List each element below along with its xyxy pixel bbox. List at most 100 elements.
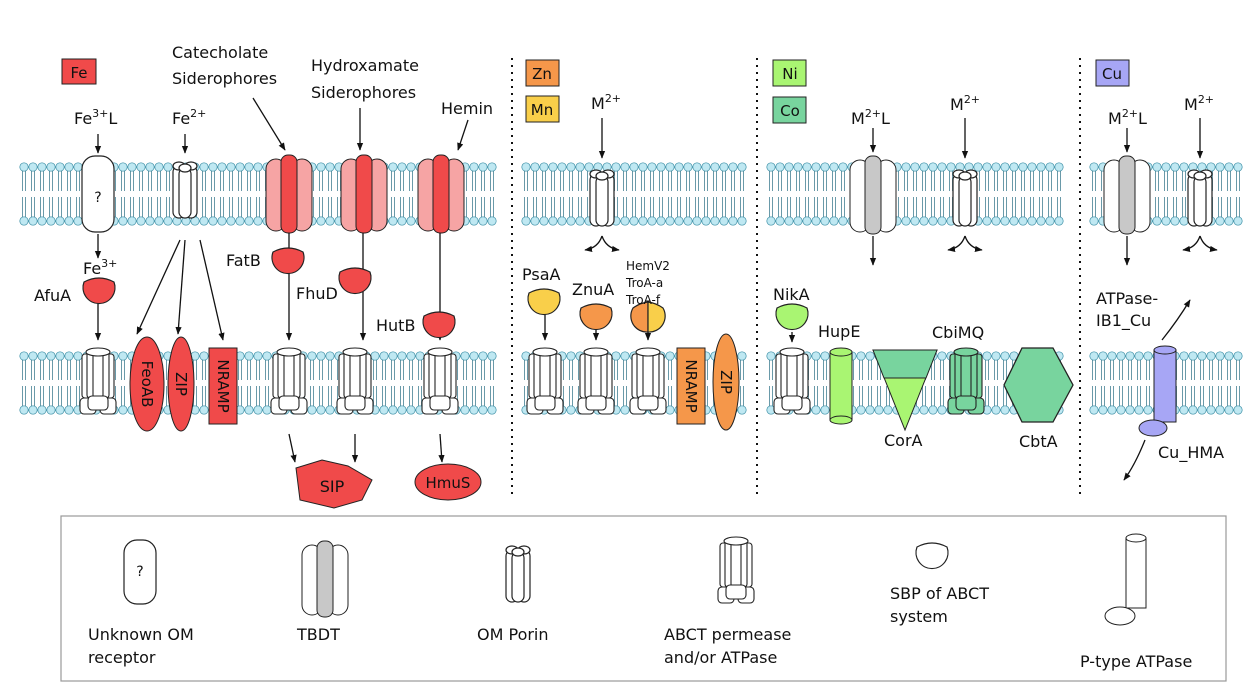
lipid-head <box>235 162 245 172</box>
legend-tbdt: TBDT <box>296 540 349 644</box>
abct-fatb <box>270 347 308 415</box>
lipid-head <box>388 351 398 361</box>
lipid-head <box>937 162 947 172</box>
label-hupe: HupE <box>818 322 860 341</box>
svg-text:?: ? <box>136 564 143 580</box>
lipid-head <box>37 405 47 415</box>
lipid-head <box>487 351 497 361</box>
sbp-fhud-icon <box>338 267 372 295</box>
label-fhud: FhuD <box>296 284 338 303</box>
svg-text:FeoAB: FeoAB <box>138 361 156 408</box>
lipid-head <box>163 162 173 172</box>
lipid-head <box>370 351 380 361</box>
lipid-head <box>701 216 711 226</box>
lipid-head <box>1045 216 1055 226</box>
lipid-head <box>566 351 576 361</box>
legend-box <box>60 515 1227 682</box>
lipid-head <box>1036 216 1046 226</box>
svg-text:NRAMP: NRAMP <box>682 359 700 412</box>
lipid-head <box>1089 351 1099 361</box>
sbp-znua-icon <box>579 303 613 331</box>
lipid-head <box>991 405 1001 415</box>
lipid-head <box>530 162 540 172</box>
svg-text:system: system <box>890 607 948 626</box>
lipid-head <box>521 162 531 172</box>
lipid-head <box>1018 162 1028 172</box>
lipid-head <box>611 351 621 361</box>
substrate-hemin: Hemin <box>441 99 493 118</box>
hupe-transporter <box>829 347 853 425</box>
label-troa-a: TroA-a <box>625 276 663 290</box>
lipid-head <box>406 405 416 415</box>
abct-afua <box>79 347 117 415</box>
label-afua: AfuA <box>34 286 71 305</box>
lipid-head <box>629 162 639 172</box>
lipid-head <box>674 216 684 226</box>
lipid-head <box>1089 216 1099 226</box>
lipid-head <box>719 216 729 226</box>
substrate-hydroxamate-2: Siderophores <box>311 83 416 102</box>
sbp-hutb-icon <box>422 311 456 339</box>
lipid-head <box>253 216 263 226</box>
lipid-head <box>811 216 821 226</box>
metal-tag-fe: Fe <box>61 58 97 85</box>
lipid-head <box>910 216 920 226</box>
lipid-head <box>683 162 693 172</box>
lipid-head <box>982 162 992 172</box>
svg-text:and/or ATPase: and/or ATPase <box>664 648 777 667</box>
label-atpase-1: ATPase- <box>1096 289 1158 308</box>
lipid-head <box>820 162 830 172</box>
lipid-head <box>1134 405 1144 415</box>
svg-text:P-type ATPase: P-type ATPase <box>1080 652 1192 671</box>
lipid-head <box>521 216 531 226</box>
lipid-head <box>1188 351 1198 361</box>
lipid-head <box>55 351 65 361</box>
lipid-head <box>802 216 812 226</box>
lipid-head <box>253 351 263 361</box>
lipid-head <box>217 162 227 172</box>
lipid-head <box>1206 351 1216 361</box>
lipid-head <box>1036 162 1046 172</box>
lipid-head <box>1170 216 1180 226</box>
lipid-head <box>199 216 209 226</box>
lipid-head <box>1224 405 1234 415</box>
lipid-head <box>226 162 236 172</box>
lipid-head <box>1215 351 1225 361</box>
lipid-head <box>728 162 738 172</box>
substrate-m2-zn: M2+ <box>591 92 621 113</box>
lipid-head <box>575 216 585 226</box>
lipid-head <box>1089 405 1099 415</box>
lipid-head <box>307 351 317 361</box>
lipid-head <box>46 216 56 226</box>
lipid-head <box>766 216 776 226</box>
lipid-head <box>829 216 839 226</box>
nramp-transporter-fe: NRAMP <box>208 347 238 425</box>
lipid-head <box>838 162 848 172</box>
svg-text:Mn: Mn <box>531 101 553 119</box>
lipid-head <box>487 162 497 172</box>
lipid-head <box>388 405 398 415</box>
porin-ni <box>952 169 978 227</box>
lipid-head <box>683 216 693 226</box>
lipid-head <box>1107 351 1117 361</box>
lipid-head <box>566 405 576 415</box>
lipid-head <box>253 405 263 415</box>
lipid-head <box>991 162 1001 172</box>
lipid-head <box>469 351 479 361</box>
lipid-head <box>620 162 630 172</box>
legend-ptype: P-type ATPase <box>1080 533 1192 671</box>
lipid-head <box>127 162 137 172</box>
lipid-head <box>1179 351 1189 361</box>
lipid-head <box>73 162 83 172</box>
lipid-head <box>1188 405 1198 415</box>
svg-text:Cu: Cu <box>1102 65 1122 83</box>
lipid-head <box>937 351 947 361</box>
porin-zn <box>589 169 615 227</box>
lipid-head <box>820 216 830 226</box>
lipid-head <box>793 216 803 226</box>
lipid-head <box>55 405 65 415</box>
lipid-head <box>557 216 567 226</box>
lipid-head <box>379 351 389 361</box>
lipid-head <box>883 405 893 415</box>
lipid-head <box>163 216 173 226</box>
